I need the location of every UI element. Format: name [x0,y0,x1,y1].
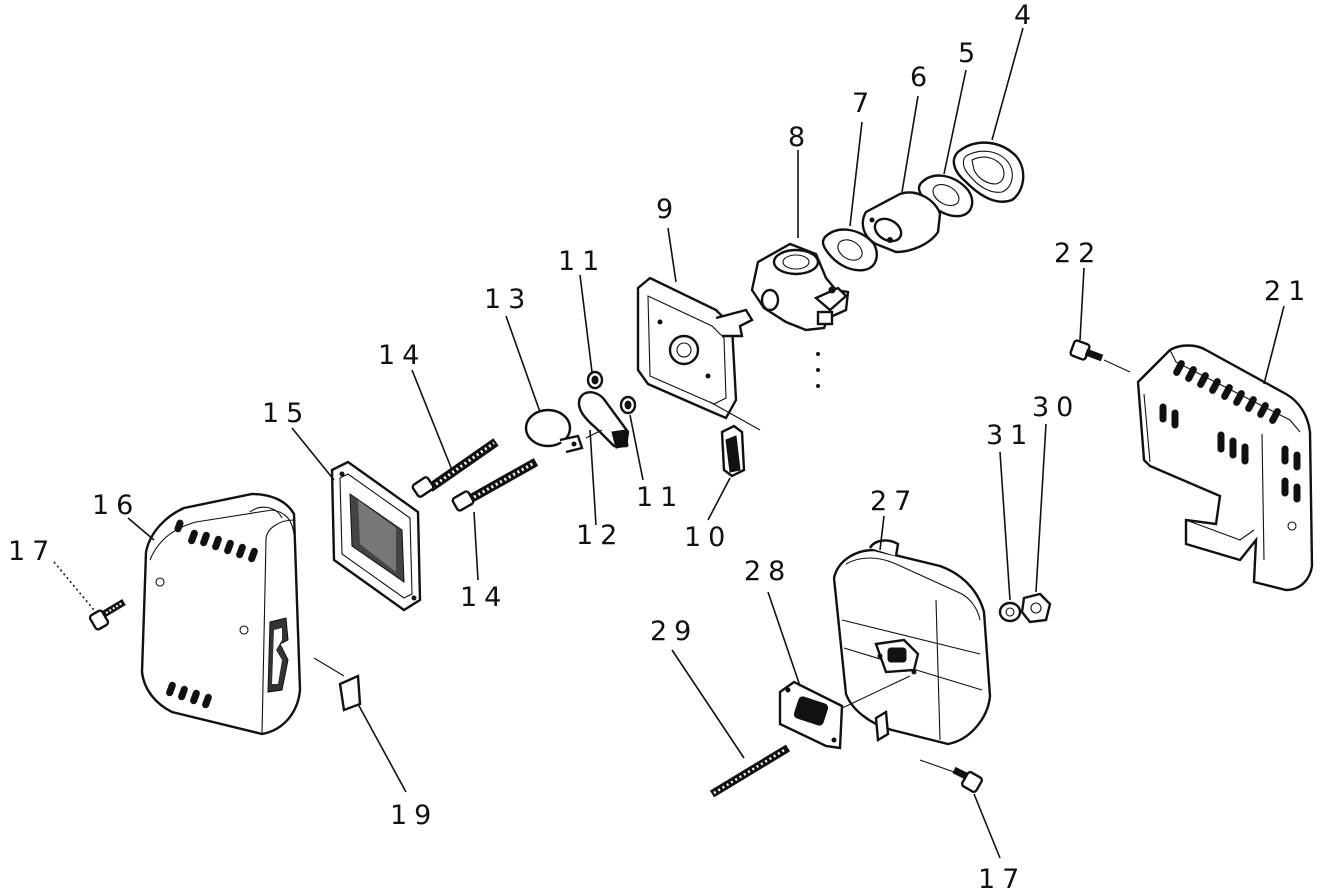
part-9-filter-base [636,276,754,420]
part-16-filter-cover [140,492,302,736]
part-11-nut-upper [586,370,604,390]
label-31: 31 [986,420,1034,451]
label-30: 30 [1032,392,1080,423]
leader-27 [879,515,885,551]
part-17-bolt-left [88,598,126,631]
centerline-22 [1103,359,1131,373]
label-13: 13 [484,284,532,315]
centerline-19 [313,657,345,677]
part-6-insulator [861,191,942,254]
label-21: 21 [1264,276,1312,307]
leader-4 [991,27,1024,141]
part-30-nut [1020,592,1052,624]
label-12: 12 [576,520,624,551]
label-4: 4 [1014,0,1038,31]
part-19-pad [338,674,362,712]
part-29-stud [709,744,791,798]
label-7: 7 [852,88,876,119]
leader-11-upper [579,274,593,373]
label-8: 8 [788,122,812,153]
label-14-lower: 14 [460,582,508,613]
part-14-screw-upper [411,438,499,498]
leader-17-left [53,561,95,611]
leader-19 [357,703,407,793]
part-13-plate [524,408,584,454]
part-15-filter [330,460,422,612]
label-6: 6 [910,62,934,93]
part-4-gasket [952,141,1025,203]
leader-6 [901,95,919,193]
leader-17-right [973,793,1001,859]
leader-31 [999,451,1011,601]
part-7-gasket [821,228,878,272]
label-29: 29 [650,616,698,647]
label-11-upper: 11 [558,246,606,277]
label-16: 16 [92,490,140,521]
part-22-bolt [1069,339,1104,362]
leader-12 [589,429,597,526]
part-17-bolt-right [952,766,984,794]
label-11-lower: 11 [636,482,684,513]
leader-14-lower [473,511,479,581]
label-10: 10 [684,522,732,553]
leader-22 [1079,267,1085,341]
leader-7 [849,121,863,227]
leader-13 [505,315,541,413]
leader-30 [1035,423,1047,593]
part-10-block [720,424,746,478]
part-21-muffler-cover [1136,344,1314,592]
label-17-left: 17 [8,536,56,567]
label-5: 5 [958,38,982,69]
label-15: 15 [262,398,310,429]
cover-16-slots [166,519,258,709]
leader-9 [667,227,677,283]
label-22: 22 [1054,238,1102,269]
label-27: 27 [870,486,918,517]
centerline-27-28 [837,675,911,711]
leader-16 [127,517,155,541]
label-17-right: 17 [978,864,1026,892]
part-8-carburetor [750,242,850,332]
label-14-upper: 14 [378,340,426,371]
cover-21-slots [1159,360,1301,503]
leader-14-upper [411,369,453,471]
leader-29 [671,649,745,759]
leader-21 [1263,305,1285,385]
dots-8 [816,352,820,388]
part-11-nut-lower [619,395,637,415]
part-27-muffler [832,539,992,746]
centerline-17-right [919,759,955,773]
leader-10 [707,477,731,521]
part-28-gasket [778,680,844,750]
label-19: 19 [390,800,438,831]
centerline-9-10 [709,401,761,431]
part-31-washer [998,601,1022,623]
part-14-screw-lower [451,458,539,512]
leader-11-lower [629,414,644,481]
leader-5 [943,69,967,175]
leader-28 [767,591,801,687]
leader-15 [291,427,335,481]
label-28: 28 [744,556,792,587]
callout-labels: 4 5 6 7 8 9 11 11 13 14 14 15 16 17 17 1… [8,0,1312,892]
label-9: 9 [656,194,680,225]
part-12-lever [577,391,630,449]
